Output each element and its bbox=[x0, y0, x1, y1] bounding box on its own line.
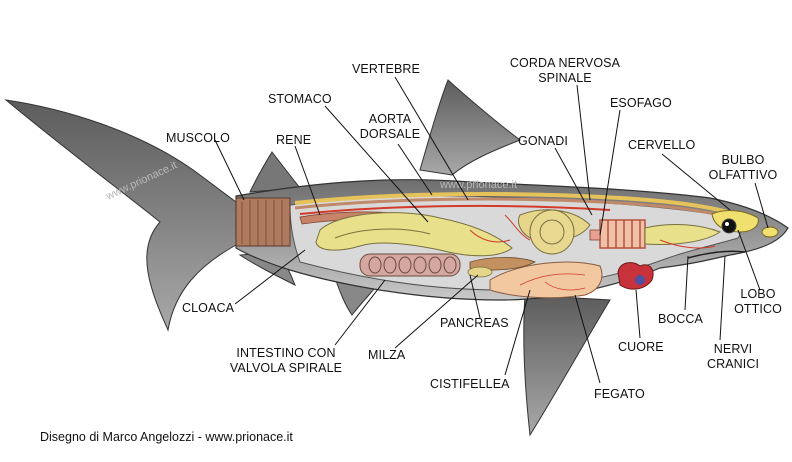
caudal-fin bbox=[4, 99, 241, 332]
label-milza: MILZA bbox=[368, 348, 406, 362]
label-cervello: CERVELLO bbox=[628, 138, 696, 152]
blood-vessels bbox=[469, 214, 716, 249]
esophagus bbox=[589, 229, 601, 241]
label-rene: RENE bbox=[276, 133, 312, 147]
label-vertebre: VERTEBRE bbox=[352, 62, 420, 76]
label-lobo-ottico: LOBO OTTICO bbox=[734, 287, 782, 316]
watermark-center: www.prionace.it bbox=[439, 179, 517, 191]
leader-lines bbox=[214, 76, 769, 384]
stomach bbox=[315, 212, 513, 257]
label-nervi-cranici: NERVI CRANICI bbox=[706, 342, 760, 371]
label-muscolo: MUSCOLO bbox=[166, 131, 230, 145]
label-corda-nervosa: CORDA NERVOSA SPINALE bbox=[509, 56, 621, 85]
vertebral-column bbox=[294, 191, 729, 214]
olfactory-bulb bbox=[761, 226, 779, 238]
label-intestino: INTESTINO CON VALVOLA SPIRALE bbox=[229, 346, 343, 375]
dorsal-aorta bbox=[299, 204, 611, 215]
pectoral-fin bbox=[523, 294, 611, 437]
label-cistifellea: CISTIFELLEA bbox=[430, 377, 510, 391]
eye bbox=[721, 218, 737, 234]
label-aorta-dorsale: AORTA DORSALE bbox=[359, 112, 421, 141]
gill-arches bbox=[599, 219, 646, 249]
label-bulbo-olfattivo: BULBO OLFATTIVO bbox=[708, 153, 778, 182]
muscle-block bbox=[235, 197, 291, 247]
mouth-line bbox=[687, 250, 746, 259]
dorsal-fin bbox=[419, 79, 522, 176]
label-esofago: ESOFAGO bbox=[610, 96, 672, 110]
label-cuore: CUORE bbox=[618, 340, 664, 354]
label-fegato: FEGATO bbox=[594, 387, 645, 401]
pharynx bbox=[644, 224, 722, 245]
label-gonadi: GONADI bbox=[518, 134, 568, 148]
liver bbox=[489, 261, 603, 299]
second-dorsal-fin bbox=[249, 151, 301, 193]
spleen bbox=[467, 266, 493, 278]
label-stomaco: STOMACO bbox=[268, 92, 332, 106]
label-pancreas: PANCREAS bbox=[440, 316, 509, 330]
label-cloaca: CLOACA bbox=[182, 301, 235, 315]
heart-organ bbox=[617, 262, 654, 290]
author-credit: Disegno di Marco Angelozzi - www.prionac… bbox=[40, 430, 293, 444]
spiral-intestine bbox=[359, 253, 461, 277]
label-bocca: BOCCA bbox=[658, 312, 703, 326]
spinal-cord bbox=[294, 197, 729, 219]
